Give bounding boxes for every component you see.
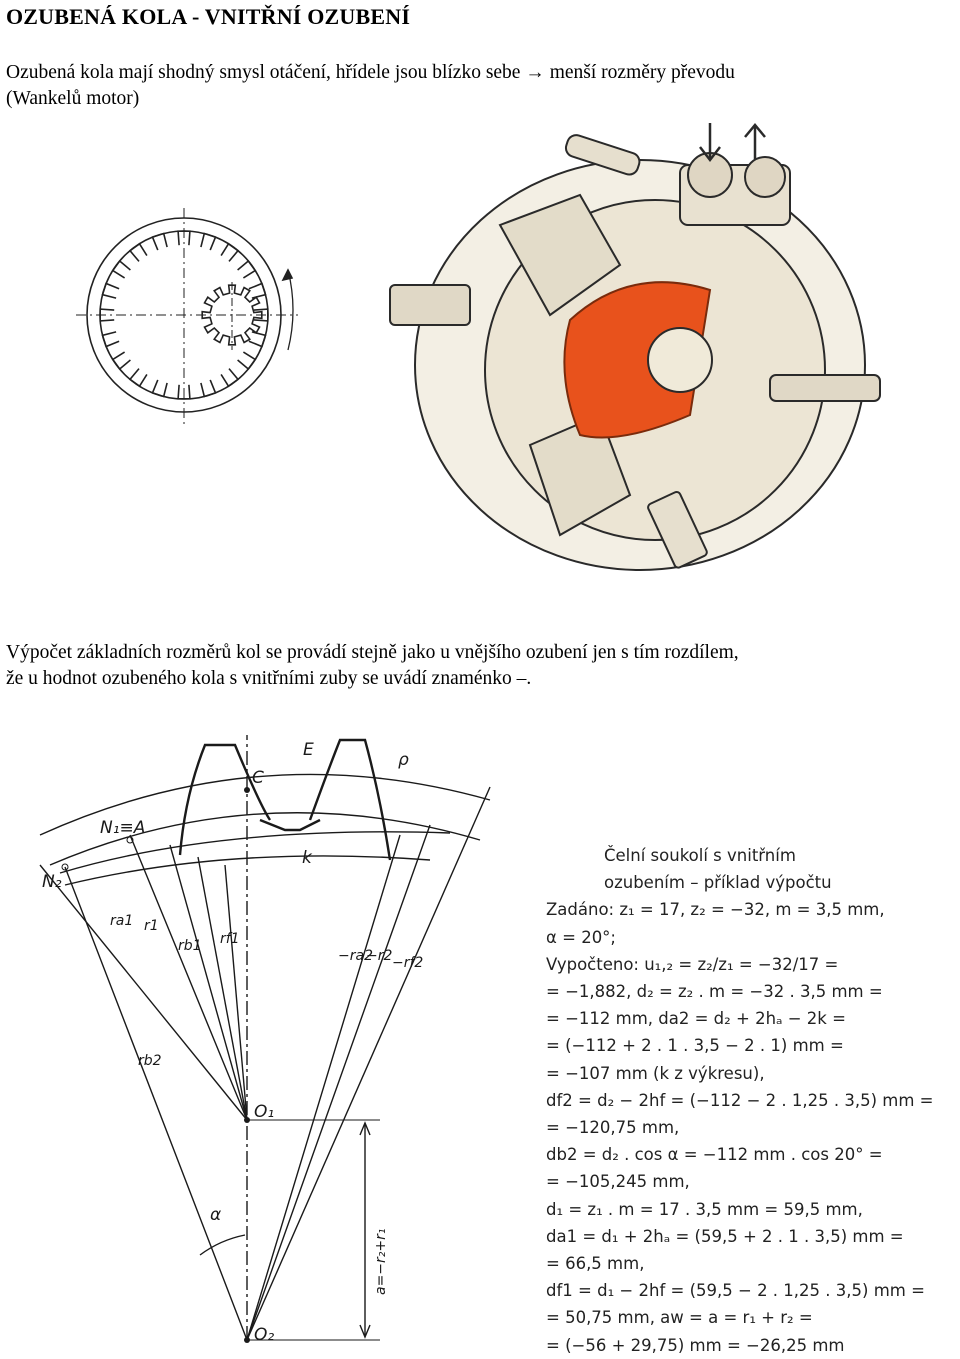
label-E: E: [303, 740, 314, 760]
gear-geometry-diagram: E ρ C N₁≡A k N₂ ra1 r1 rb1 rf1 −ra2 −r2 …: [39, 735, 491, 1345]
label-r1: r1: [144, 918, 159, 934]
internal-gear-sketch: [76, 208, 298, 428]
calc-line: = −107 mm (k z výkresu),: [546, 1063, 765, 1083]
calc-line: = −105,245 mm,: [546, 1172, 690, 1192]
label-alpha: α: [210, 1205, 221, 1225]
wankel-engine-illustration: [389, 123, 881, 571]
intro-paragraph: Ozubená kola mají shodný smysl otáčení, …: [6, 60, 946, 112]
calc-line: = −120,75 mm,: [546, 1118, 680, 1138]
calc-line: ozubením – příklad výpočtu: [604, 873, 832, 893]
calc-line: = −112 mm, da2 = d₂ + 2hₐ − 2k =: [546, 1009, 846, 1029]
label-rho: ρ: [398, 750, 409, 770]
calc-line: = 50,75 mm, aw = a = r₁ + r₂ =: [546, 1308, 813, 1328]
label-ra2: −ra2: [338, 948, 373, 964]
intro-line-1: Ozubená kola mají shodný smysl otáčení, …: [6, 62, 735, 83]
calc-line: df1 = d₁ − 2hf = (59,5 − 2 . 1,25 . 3,5)…: [546, 1281, 925, 1301]
calc-line: = 66,5 mm,: [546, 1254, 645, 1274]
page-title: OZUBENÁ KOLA - VNITŘNÍ OZUBENÍ: [6, 4, 411, 29]
calc-line: α = 20°;: [546, 927, 616, 947]
label-rb1: rb1: [178, 938, 202, 954]
calc-line: Čelní soukolí s vnitřním: [604, 846, 796, 865]
calc-line: d₁ = z₁ . m = 17 . 3,5 mm = 59,5 mm,: [546, 1199, 863, 1219]
calc-line: = (−56 + 29,75) mm = −26,25 mm: [546, 1335, 845, 1355]
label-r2: −r2: [366, 948, 392, 964]
label-ra1: ra1: [110, 913, 133, 929]
label-a: a=−r₂+r₁: [373, 1228, 389, 1295]
calc-line: Zadáno: z₁ = 17, z₂ = −32, m = 3,5 mm,: [546, 900, 885, 920]
calc-line: = −1,882, d₂ = z₂ . m = −32 . 3,5 mm =: [546, 982, 883, 1002]
method-line-2: že u hodnot ozubeného kola s vnitřními z…: [6, 668, 532, 689]
label-rf1: rf1: [220, 931, 240, 947]
label-N1A: N₁≡A: [100, 818, 145, 838]
label-C: C: [252, 768, 264, 788]
rotor-highlight: [563, 281, 712, 439]
label-rf2: −rf2: [392, 955, 423, 971]
method-line-1: Výpočet základních rozměrů kol se provád…: [6, 642, 739, 663]
calc-line: da1 = d₁ + 2hₐ = (59,5 + 2 . 1 . 3,5) mm…: [546, 1226, 904, 1246]
calculation-example: Čelní soukolí s vnitřním ozubením – příkl…: [546, 842, 946, 1359]
calc-line: db2 = d₂ . cos α = −112 mm . cos 20° =: [546, 1145, 883, 1165]
calc-line: Vypočteno: u₁,₂ = z₂/z₁ = −32/17 =: [546, 954, 839, 974]
label-rb2: rb2: [138, 1053, 162, 1069]
intro-line-2: (Wankelů motor): [6, 88, 140, 109]
method-paragraph: Výpočet základních rozměrů kol se provád…: [6, 640, 956, 692]
label-N2: N₂: [42, 872, 62, 892]
calc-line: df2 = d₂ − 2hf = (−112 − 2 . 1,25 . 3,5)…: [546, 1090, 934, 1110]
label-k: k: [302, 848, 313, 868]
label-O2: O₂: [254, 1325, 274, 1345]
label-O1: O₁: [254, 1102, 274, 1122]
calc-line: = (−112 + 2 . 1 . 3,5 − 2 . 1) mm =: [546, 1036, 844, 1056]
